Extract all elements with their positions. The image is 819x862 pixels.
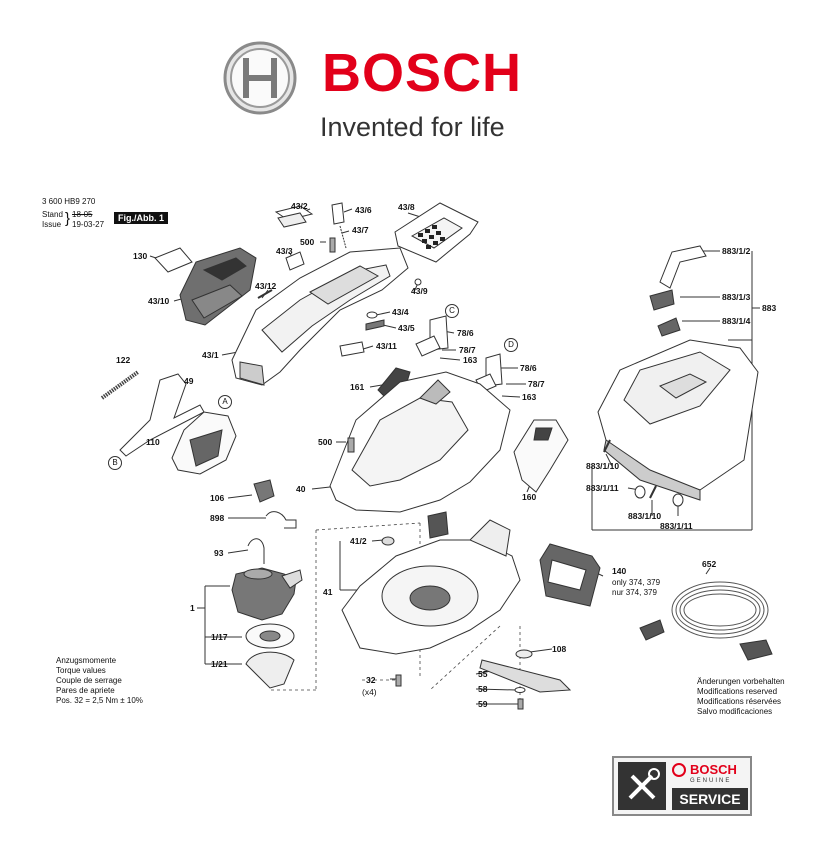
service-badge: BOSCH GENUINE SERVICE (612, 756, 752, 816)
part-label: 43/5 (398, 323, 415, 333)
bracket: } (65, 210, 71, 227)
changes-line: Salvo modificaciones (697, 707, 773, 716)
part-label: 160 (522, 492, 537, 502)
callout-b: B (108, 456, 122, 470)
part-label: 78/6 (457, 328, 474, 338)
badge-service: SERVICE (672, 788, 748, 810)
part-label: 1 (190, 603, 195, 613)
brand-wordmark: BOSCH (322, 43, 523, 103)
part-label: 55 (478, 669, 488, 679)
part-label: 130 (133, 251, 148, 261)
badge-genuine: GENUINE (690, 778, 732, 784)
tools-icon (618, 762, 666, 810)
note-only: only 374, 379 (612, 578, 661, 587)
brand-tagline: Invented for life (320, 112, 505, 142)
part-label: 41/2 (350, 536, 367, 546)
part-label: 652 (702, 559, 717, 569)
changes-line: Änderungen vorbehalten (697, 677, 785, 686)
changes-line: Modifications reserved (697, 687, 778, 696)
torque-line: Pos. 32 = 2,5 Nm ± 10% (56, 696, 143, 705)
part-label: 43/2 (291, 201, 308, 211)
part-label: 163 (522, 392, 537, 402)
part-label: 59 (478, 699, 488, 709)
callout-c: C (445, 304, 459, 318)
part-label: 43/7 (352, 225, 369, 235)
part-label: 883/1/2 (722, 246, 751, 256)
part-label: 49 (184, 376, 194, 386)
stand-label: Stand (42, 210, 63, 219)
callout-a: A (218, 395, 232, 409)
part-label: 93 (214, 548, 224, 558)
torque-line: Anzugsmomente (56, 656, 117, 665)
part-label: 43/8 (398, 202, 415, 212)
figure-tag: Fig./Abb. 1 (114, 212, 168, 224)
badge-logo-icon (672, 763, 686, 777)
part-label: 43/4 (392, 307, 409, 317)
badge-brand: BOSCH (690, 762, 737, 777)
part-label: 41 (323, 587, 333, 597)
part-label: 500 (300, 237, 315, 247)
part-label: 883/1/10 (586, 461, 620, 471)
part-label: 43/11 (376, 341, 397, 351)
part-label: 32 (366, 675, 376, 685)
part-label: 883 (762, 303, 777, 313)
part-label: 883/1/3 (722, 292, 751, 302)
part-label: 106 (210, 493, 225, 503)
part-label: 883/1/11 (660, 521, 693, 531)
part-label: 898 (210, 513, 225, 523)
part-label: 43/10 (148, 296, 170, 306)
part-label: 110 (146, 437, 160, 447)
part-label: 43/1 (202, 350, 219, 360)
stand-date: 18-05 (72, 210, 93, 219)
part-label: 1/21 (211, 659, 228, 669)
issue-date: 19-03-27 (72, 220, 105, 229)
part-label: 163 (463, 355, 478, 365)
part-label: 78/7 (459, 345, 476, 355)
changes-line: Modifications réservées (697, 697, 782, 706)
note-nur: nur 374, 379 (612, 588, 657, 597)
part-label: 140 (612, 566, 627, 576)
part-label: 43/9 (411, 286, 428, 296)
bosch-logo-emblem (222, 40, 298, 116)
part-label: 43/6 (355, 205, 372, 215)
part-label: 122 (116, 355, 131, 365)
part-label: 883/1/10 (628, 511, 662, 521)
part-label: 43/12 (255, 281, 277, 291)
doc-number: 3 600 HB9 270 (42, 197, 96, 206)
part-label: 78/6 (520, 363, 537, 373)
callout-d: D (504, 338, 518, 352)
part-label: 161 (350, 382, 365, 392)
torque-line: Torque values (56, 666, 106, 675)
part-label: 43/3 (276, 246, 293, 256)
part-label: 883/1/4 (722, 316, 751, 326)
part-label: 40 (296, 484, 306, 494)
torque-line: Pares de apriete (56, 686, 115, 695)
part-label: 500 (318, 437, 333, 447)
part-label: (x4) (362, 687, 377, 697)
part-label: 1/17 (211, 632, 228, 642)
part-label: 108 (552, 644, 567, 654)
torque-line: Couple de serrage (56, 676, 122, 685)
part-label: 883/1/11 (586, 483, 619, 493)
part-label: 58 (478, 684, 488, 694)
issue-label: Issue (42, 220, 62, 229)
part-label: 78/7 (528, 379, 545, 389)
